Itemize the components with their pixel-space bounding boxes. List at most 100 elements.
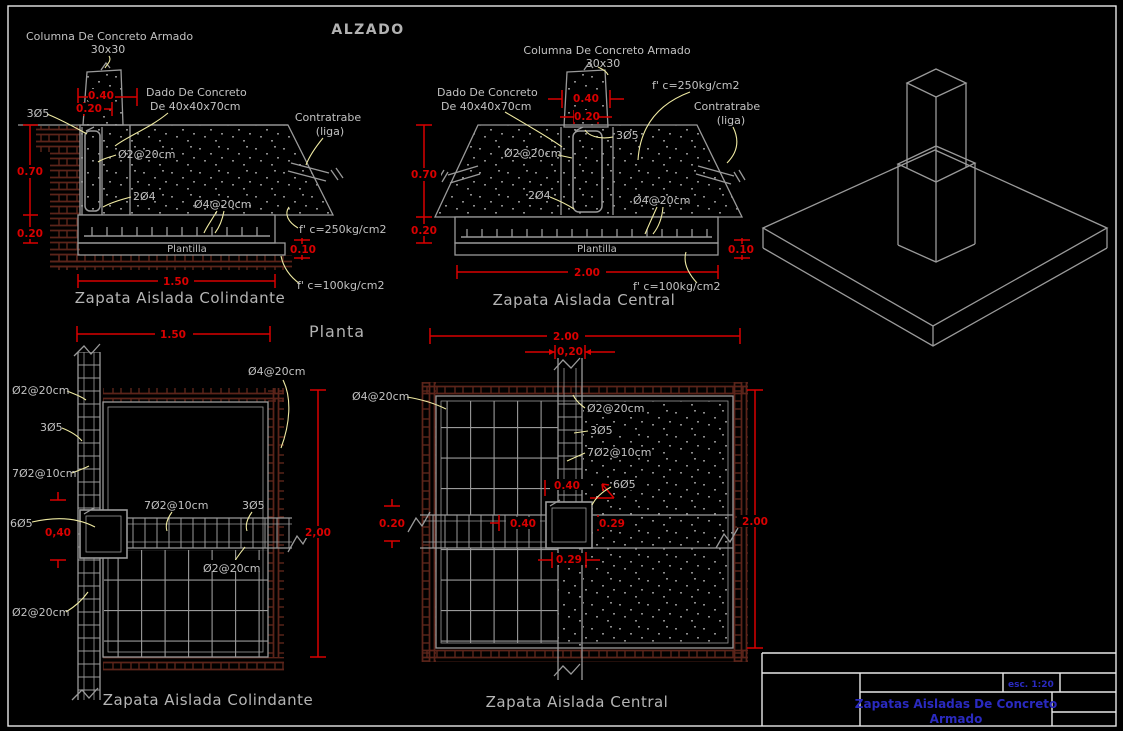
dim-offset-right: 0.29	[599, 518, 625, 530]
dim-slab: 0.20	[411, 225, 437, 237]
view-caption: Zapata Aislada Central	[486, 693, 669, 711]
dado-label-1: Dado De Concreto	[437, 86, 538, 99]
beam-stirrups-label: 7Ø2@10cm	[144, 499, 208, 512]
fc-footing-label: f' c=250kg/cm2	[652, 79, 739, 92]
dim-bg	[553, 553, 585, 565]
rebar-mesh-upper	[441, 401, 558, 515]
contratrabe-stub-right	[695, 165, 746, 185]
dim-dado: 0.40	[554, 480, 580, 492]
dim-bg	[574, 110, 599, 122]
leader-lines	[46, 55, 324, 285]
view-caption: Zapata Aislada Central	[493, 291, 676, 309]
dado-bars-label: 6Ø5	[613, 478, 636, 491]
column-size-label: 30x30	[586, 57, 621, 70]
dado-label-1: Dado De Concreto	[146, 86, 247, 99]
title-block: esc. 1:20 Zapatas Aisladas De Concreto A…	[761, 652, 1116, 726]
elevation-central: 0.40 0.20 0.70 0.20 2.00 0.10 Columna De…	[407, 44, 760, 309]
fc-plantilla-label: f' c=100kg/cm2	[633, 280, 720, 293]
leader-lines	[31, 379, 290, 613]
label-bg	[157, 244, 217, 254]
mesh-label: Ø4@20cm	[633, 194, 690, 207]
rebar-mesh-lower	[441, 548, 558, 643]
bars-label: 3Ø5	[27, 107, 50, 120]
dim-height: 0.70	[411, 169, 437, 181]
dim-bg	[550, 479, 584, 490]
dim-height: 0.70	[17, 166, 43, 178]
plantilla-strip	[454, 242, 719, 256]
dim-beam-left: 0.20	[379, 518, 405, 530]
bars2-label: 2Ø4	[133, 190, 156, 203]
dado-label-2: De 40x40x70cm	[150, 100, 241, 113]
elevation-colindante: 0.40 0.20 0.70 0.20 1.50 0.10 Columna De…	[14, 30, 386, 307]
edge-hatch-bottom	[423, 648, 748, 662]
dim-slab: 0.20	[17, 228, 43, 240]
dim-bg	[407, 168, 441, 181]
titleblock-frame	[761, 652, 1116, 726]
view-caption: Zapata Aislada Colindante	[75, 289, 285, 307]
dim-bg	[14, 227, 47, 239]
dim-bg	[155, 328, 193, 340]
dim-bg	[75, 103, 104, 114]
sheet-border	[7, 5, 1117, 727]
dim-column: 0,40	[45, 527, 71, 539]
contratrabe-stub	[287, 162, 344, 182]
dim-bg	[506, 517, 540, 529]
dim-bg	[557, 346, 584, 357]
dim-col-offset: 0.20	[76, 103, 102, 115]
dim-width: 1.50	[163, 276, 189, 288]
dim-width: 2.00	[553, 331, 579, 343]
dim-col-width: 0.40	[573, 93, 599, 105]
dim-arrow	[549, 349, 555, 355]
dim-bg	[572, 92, 601, 104]
dado-label-2: De 40x40x70cm	[441, 100, 532, 113]
break-bottom	[553, 663, 581, 677]
plan-central: 2.00 0,20 0.40 0.20 0.40 0.29 0.29 2.00 …	[352, 328, 774, 711]
column-stirrups-label: Ø2@20cm	[12, 384, 69, 397]
iso-slab-sides	[762, 228, 1108, 347]
dim-bg	[288, 244, 318, 255]
sheet-title-line1: Zapatas Aisladas De Concreto	[855, 697, 1057, 711]
bars-label: 3Ø5	[616, 129, 639, 142]
mesh-label: Ø4@20cm	[248, 365, 305, 378]
column-break-icon	[583, 61, 594, 71]
elevation-title: ALZADO	[331, 22, 404, 38]
label-bg	[586, 447, 650, 458]
fc-plantilla-label: f' c=100kg/cm2	[297, 279, 384, 292]
dim-arrow	[585, 349, 591, 355]
dim-width: 1.50	[160, 329, 186, 341]
ground-hatch	[50, 255, 292, 270]
dim-depth: 2.00	[742, 516, 768, 528]
boundary-wall-hatch	[50, 152, 80, 270]
beam-stirrups2-label: Ø2@20cm	[203, 562, 260, 575]
break-bottom	[71, 687, 99, 701]
iso-pedestal-sides	[897, 163, 976, 263]
rebar-hook	[83, 507, 95, 515]
plan-title: Planta	[309, 322, 365, 341]
column-size-label: 30x30	[91, 43, 126, 56]
column-square	[79, 509, 128, 559]
slab-rebar-ticks	[461, 229, 712, 237]
dado-bars-label: 6Ø5	[10, 517, 33, 530]
iso-column-sides	[906, 83, 967, 182]
dim-col-width: 0.40	[88, 90, 114, 102]
dado-rebar-cage	[572, 130, 603, 213]
beam-stirrups	[100, 518, 292, 548]
dim-column-offset: 0,20	[557, 346, 583, 358]
edge-hatch-top	[103, 388, 284, 402]
plantilla-label: Plantilla	[577, 244, 617, 255]
label-bg	[586, 403, 644, 414]
isometric-view	[761, 68, 1109, 347]
dim-plantilla: 0.10	[290, 244, 316, 256]
mesh-label: Ø4@20cm	[194, 198, 251, 211]
column-stirrups-label: Ø2@20cm	[587, 402, 644, 415]
plantilla-label: Plantilla	[167, 244, 207, 255]
dim-bg	[88, 89, 115, 101]
dado-lines	[81, 125, 131, 215]
fc-footing-label: f' c=250kg/cm2	[299, 223, 386, 236]
dim-bg	[737, 515, 774, 527]
slab-rebar-ticks	[84, 227, 270, 236]
dim-bg	[14, 165, 47, 178]
column-bars-label: 3Ø5	[40, 421, 63, 434]
stirrup-label: Ø2@20cm	[118, 148, 175, 161]
